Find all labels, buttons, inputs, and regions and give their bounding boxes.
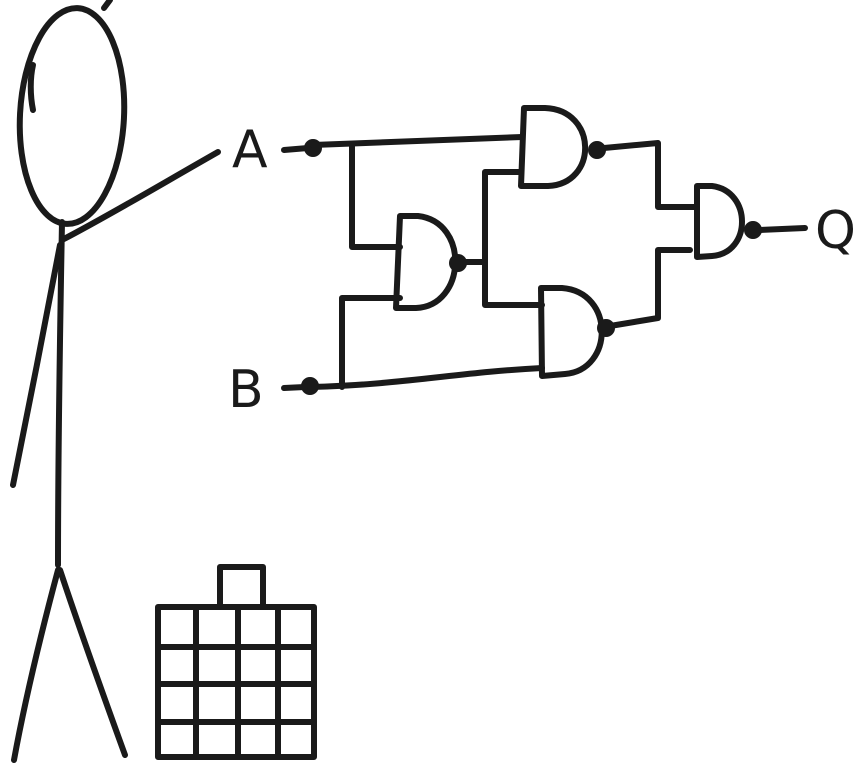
stick-figure bbox=[10, 0, 221, 763]
stick-figure-hair-mark bbox=[27, 62, 36, 113]
input-a-label: A bbox=[232, 120, 268, 180]
nand-gate-4-bubble bbox=[744, 221, 762, 239]
stick-figure-left-leg bbox=[11, 567, 61, 763]
output-q-label: Q bbox=[815, 201, 856, 261]
input-a-lead bbox=[281, 145, 311, 153]
stick-figure-head bbox=[16, 5, 128, 227]
nand-gate-3-bubble bbox=[597, 319, 615, 337]
nand-gate-2-body bbox=[393, 213, 459, 311]
nand-gate-1 bbox=[518, 105, 606, 189]
wire-gate1-out bbox=[601, 140, 700, 210]
input-b-label: B bbox=[228, 360, 264, 420]
wire-a-to-gate1 bbox=[310, 134, 525, 148]
wire-b-up-to-gate2 bbox=[339, 295, 403, 390]
wire-output-q bbox=[757, 225, 808, 233]
wire-gate2-to-gate1 bbox=[482, 169, 523, 265]
nand-gate-3 bbox=[538, 285, 615, 379]
stick-figure-body bbox=[55, 219, 65, 568]
nand-gate-1-body bbox=[518, 105, 589, 189]
nand-gate-4-body bbox=[694, 183, 745, 260]
stick-figure-right-leg bbox=[57, 567, 128, 758]
nand-gate-4 bbox=[694, 183, 762, 260]
wires bbox=[307, 134, 808, 390]
stick-figure-hanging-arm bbox=[10, 242, 63, 488]
grid-device bbox=[155, 564, 317, 760]
nand-gate-2-bubble bbox=[449, 254, 467, 272]
wire-gate3-out bbox=[607, 247, 693, 329]
nand-gate-3-body bbox=[538, 285, 605, 379]
nand-gate-1-bubble bbox=[588, 141, 606, 159]
wire-gate2-to-gate3 bbox=[482, 259, 545, 308]
nand-gate-2 bbox=[393, 213, 467, 311]
grid-device-horizontal-lines bbox=[155, 644, 317, 725]
wire-a-to-gate2 bbox=[349, 142, 403, 250]
wire-b-to-gate3 bbox=[307, 365, 545, 390]
grid-device-tab bbox=[217, 564, 266, 610]
stick-figure-pointing-arm bbox=[59, 149, 221, 243]
stick-figure-top-tick bbox=[101, 0, 113, 11]
